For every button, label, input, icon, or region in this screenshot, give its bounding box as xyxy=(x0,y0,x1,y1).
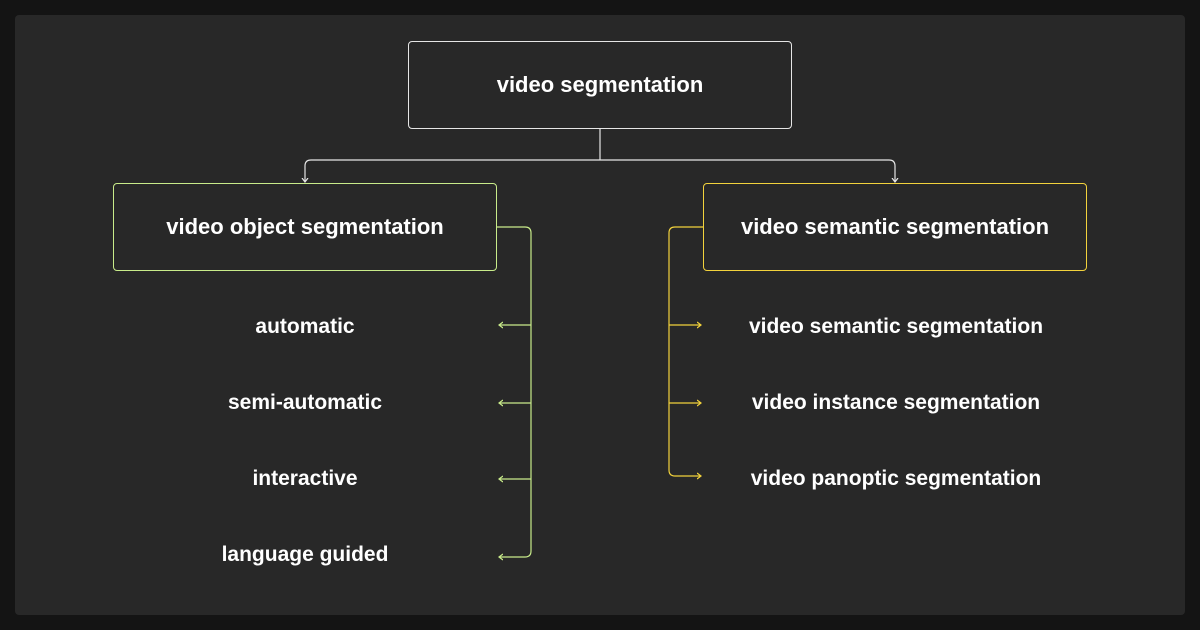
right-node-label: video semantic segmentation xyxy=(740,214,1050,239)
left-item-interactive: interactive xyxy=(252,467,358,490)
right-item-semantic: video semantic segmentation xyxy=(748,315,1044,338)
left-item-automatic: automatic xyxy=(255,315,355,338)
root-node-video-segmentation: video segmentation xyxy=(408,41,792,129)
node-video-semantic-segmentation: video semantic segmentation xyxy=(703,183,1087,271)
node-video-object-segmentation: video object segmentation xyxy=(113,183,497,271)
left-item-semi-automatic: semi-automatic xyxy=(227,391,383,414)
left-node-label: video object segmentation xyxy=(166,214,444,239)
right-item-panoptic: video panoptic segmentation xyxy=(750,467,1042,490)
left-item-language-guided: language guided xyxy=(221,543,389,566)
right-item-instance: video instance segmentation xyxy=(751,391,1041,414)
root-node-label: video segmentation xyxy=(496,72,704,97)
